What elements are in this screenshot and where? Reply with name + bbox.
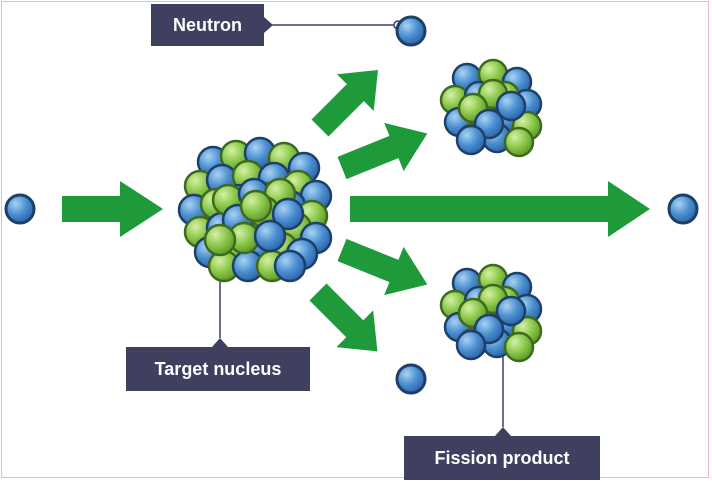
released-neutron-bottom (395, 363, 427, 395)
proton-ball (239, 189, 273, 223)
fission-product-bottom (439, 263, 543, 363)
arrow-upper-neutron (311, 70, 378, 137)
neutron-ball (271, 197, 305, 231)
neutron-ball (253, 219, 287, 253)
proton-ball (503, 331, 535, 363)
neutron-label: Neutron (151, 4, 273, 46)
neutron-ball (273, 249, 307, 283)
free-neutrons (4, 15, 699, 395)
fission-product-top (439, 58, 543, 158)
target-nucleus-label: Target nucleus (126, 338, 310, 391)
incoming-neutron (4, 193, 36, 225)
arrow-right-neutron (350, 181, 650, 237)
arrows (62, 70, 650, 352)
incoming-arrow (62, 181, 163, 237)
released-neutron-right (667, 193, 699, 225)
arrow-upper-product (337, 122, 428, 180)
proton-ball (503, 126, 535, 158)
neutron-ball (455, 124, 487, 156)
neutron-ball (495, 295, 527, 327)
target-nucleus (177, 136, 333, 283)
fission-product-label: Fission product (404, 427, 600, 480)
neutron-ball (455, 329, 487, 361)
arrow-lower-product (337, 238, 428, 296)
neutron-ball (495, 90, 527, 122)
released-neutron-top (395, 15, 427, 47)
proton-ball (203, 223, 237, 257)
arrow-lower-neutron (309, 283, 378, 352)
